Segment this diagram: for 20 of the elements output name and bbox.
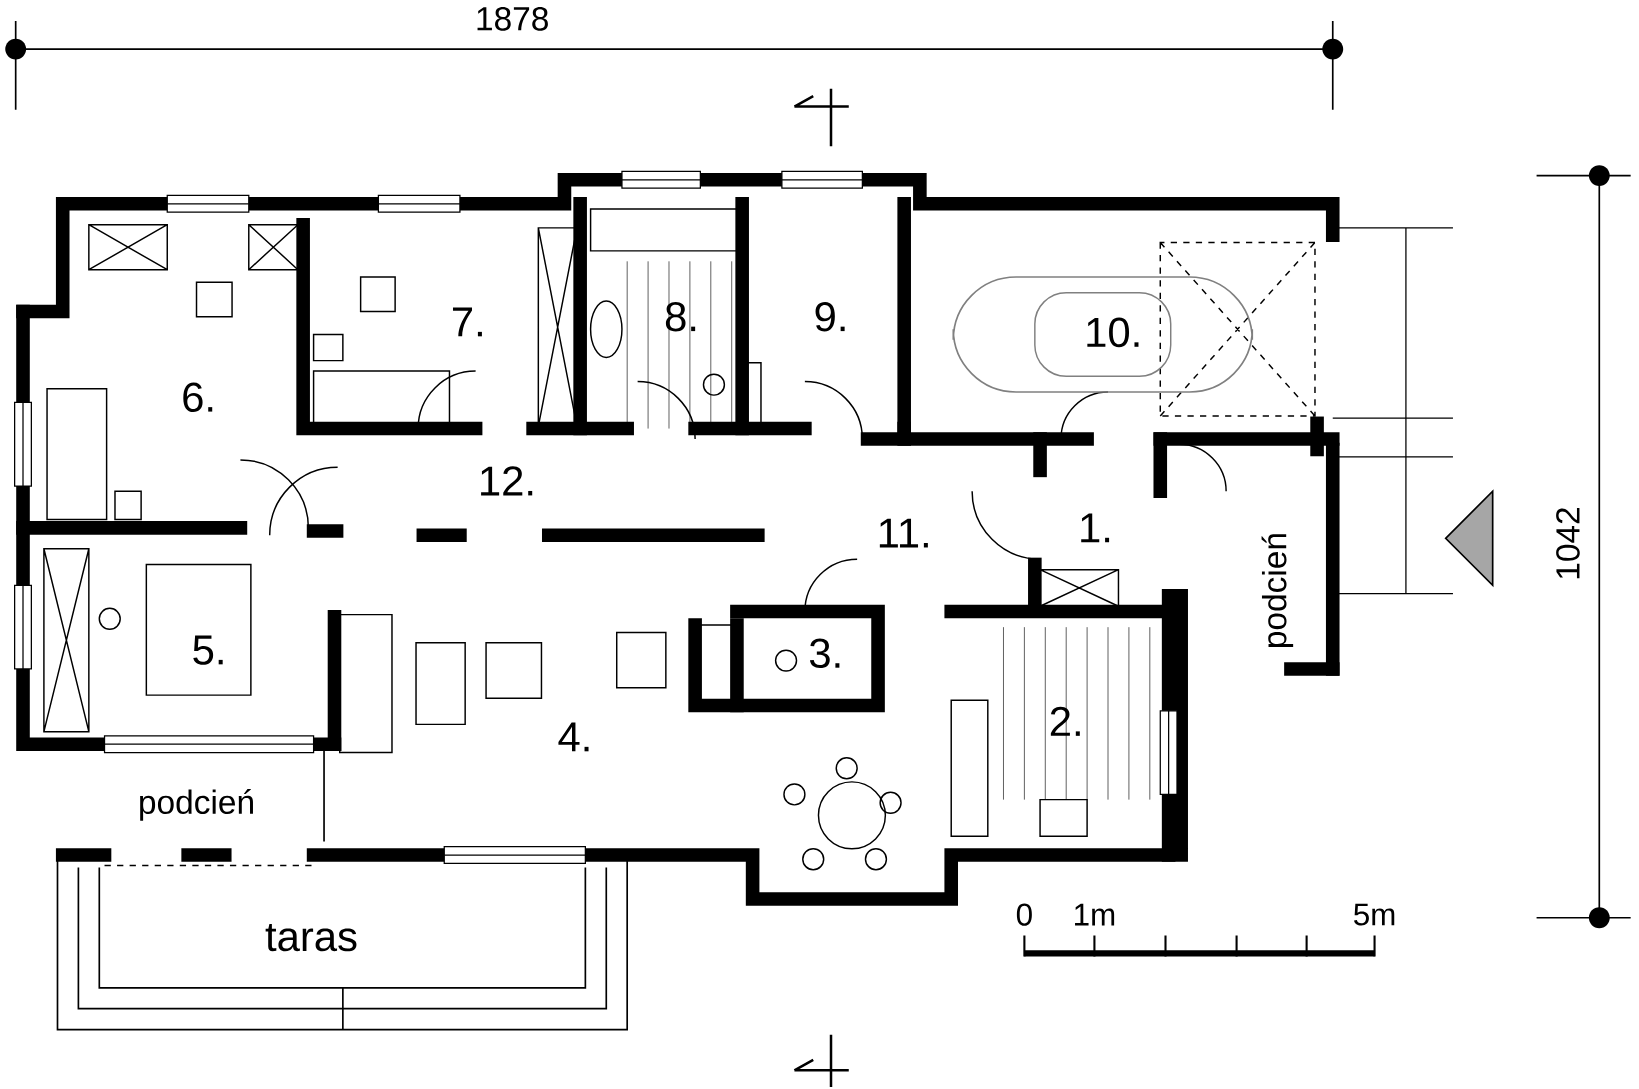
dimension-value: 1878	[477, 6, 548, 31]
room-number: 12.	[481, 466, 533, 496]
scale-label: 1m	[1075, 903, 1115, 926]
room-number: 8.	[665, 301, 696, 332]
room-name: podcień	[1261, 534, 1294, 647]
scale-label: 5m	[1354, 903, 1395, 926]
room-number: 1.	[1081, 513, 1110, 543]
dimension-value: 1042	[1556, 507, 1580, 579]
room-number: 2.	[1050, 706, 1080, 736]
room-number: 3.	[809, 638, 840, 668]
room-number: 4.	[558, 722, 589, 752]
room-number: 10.	[1087, 317, 1139, 348]
room-number: 6.	[183, 382, 213, 412]
room-number: 11.	[879, 518, 928, 548]
scale-label: 0	[1016, 903, 1032, 926]
room-name: taras	[265, 923, 357, 952]
room-name: podcień	[140, 789, 253, 821]
room-number: 5.	[193, 635, 223, 665]
room-number: 7.	[453, 307, 482, 337]
room-number: 9.	[815, 301, 845, 332]
